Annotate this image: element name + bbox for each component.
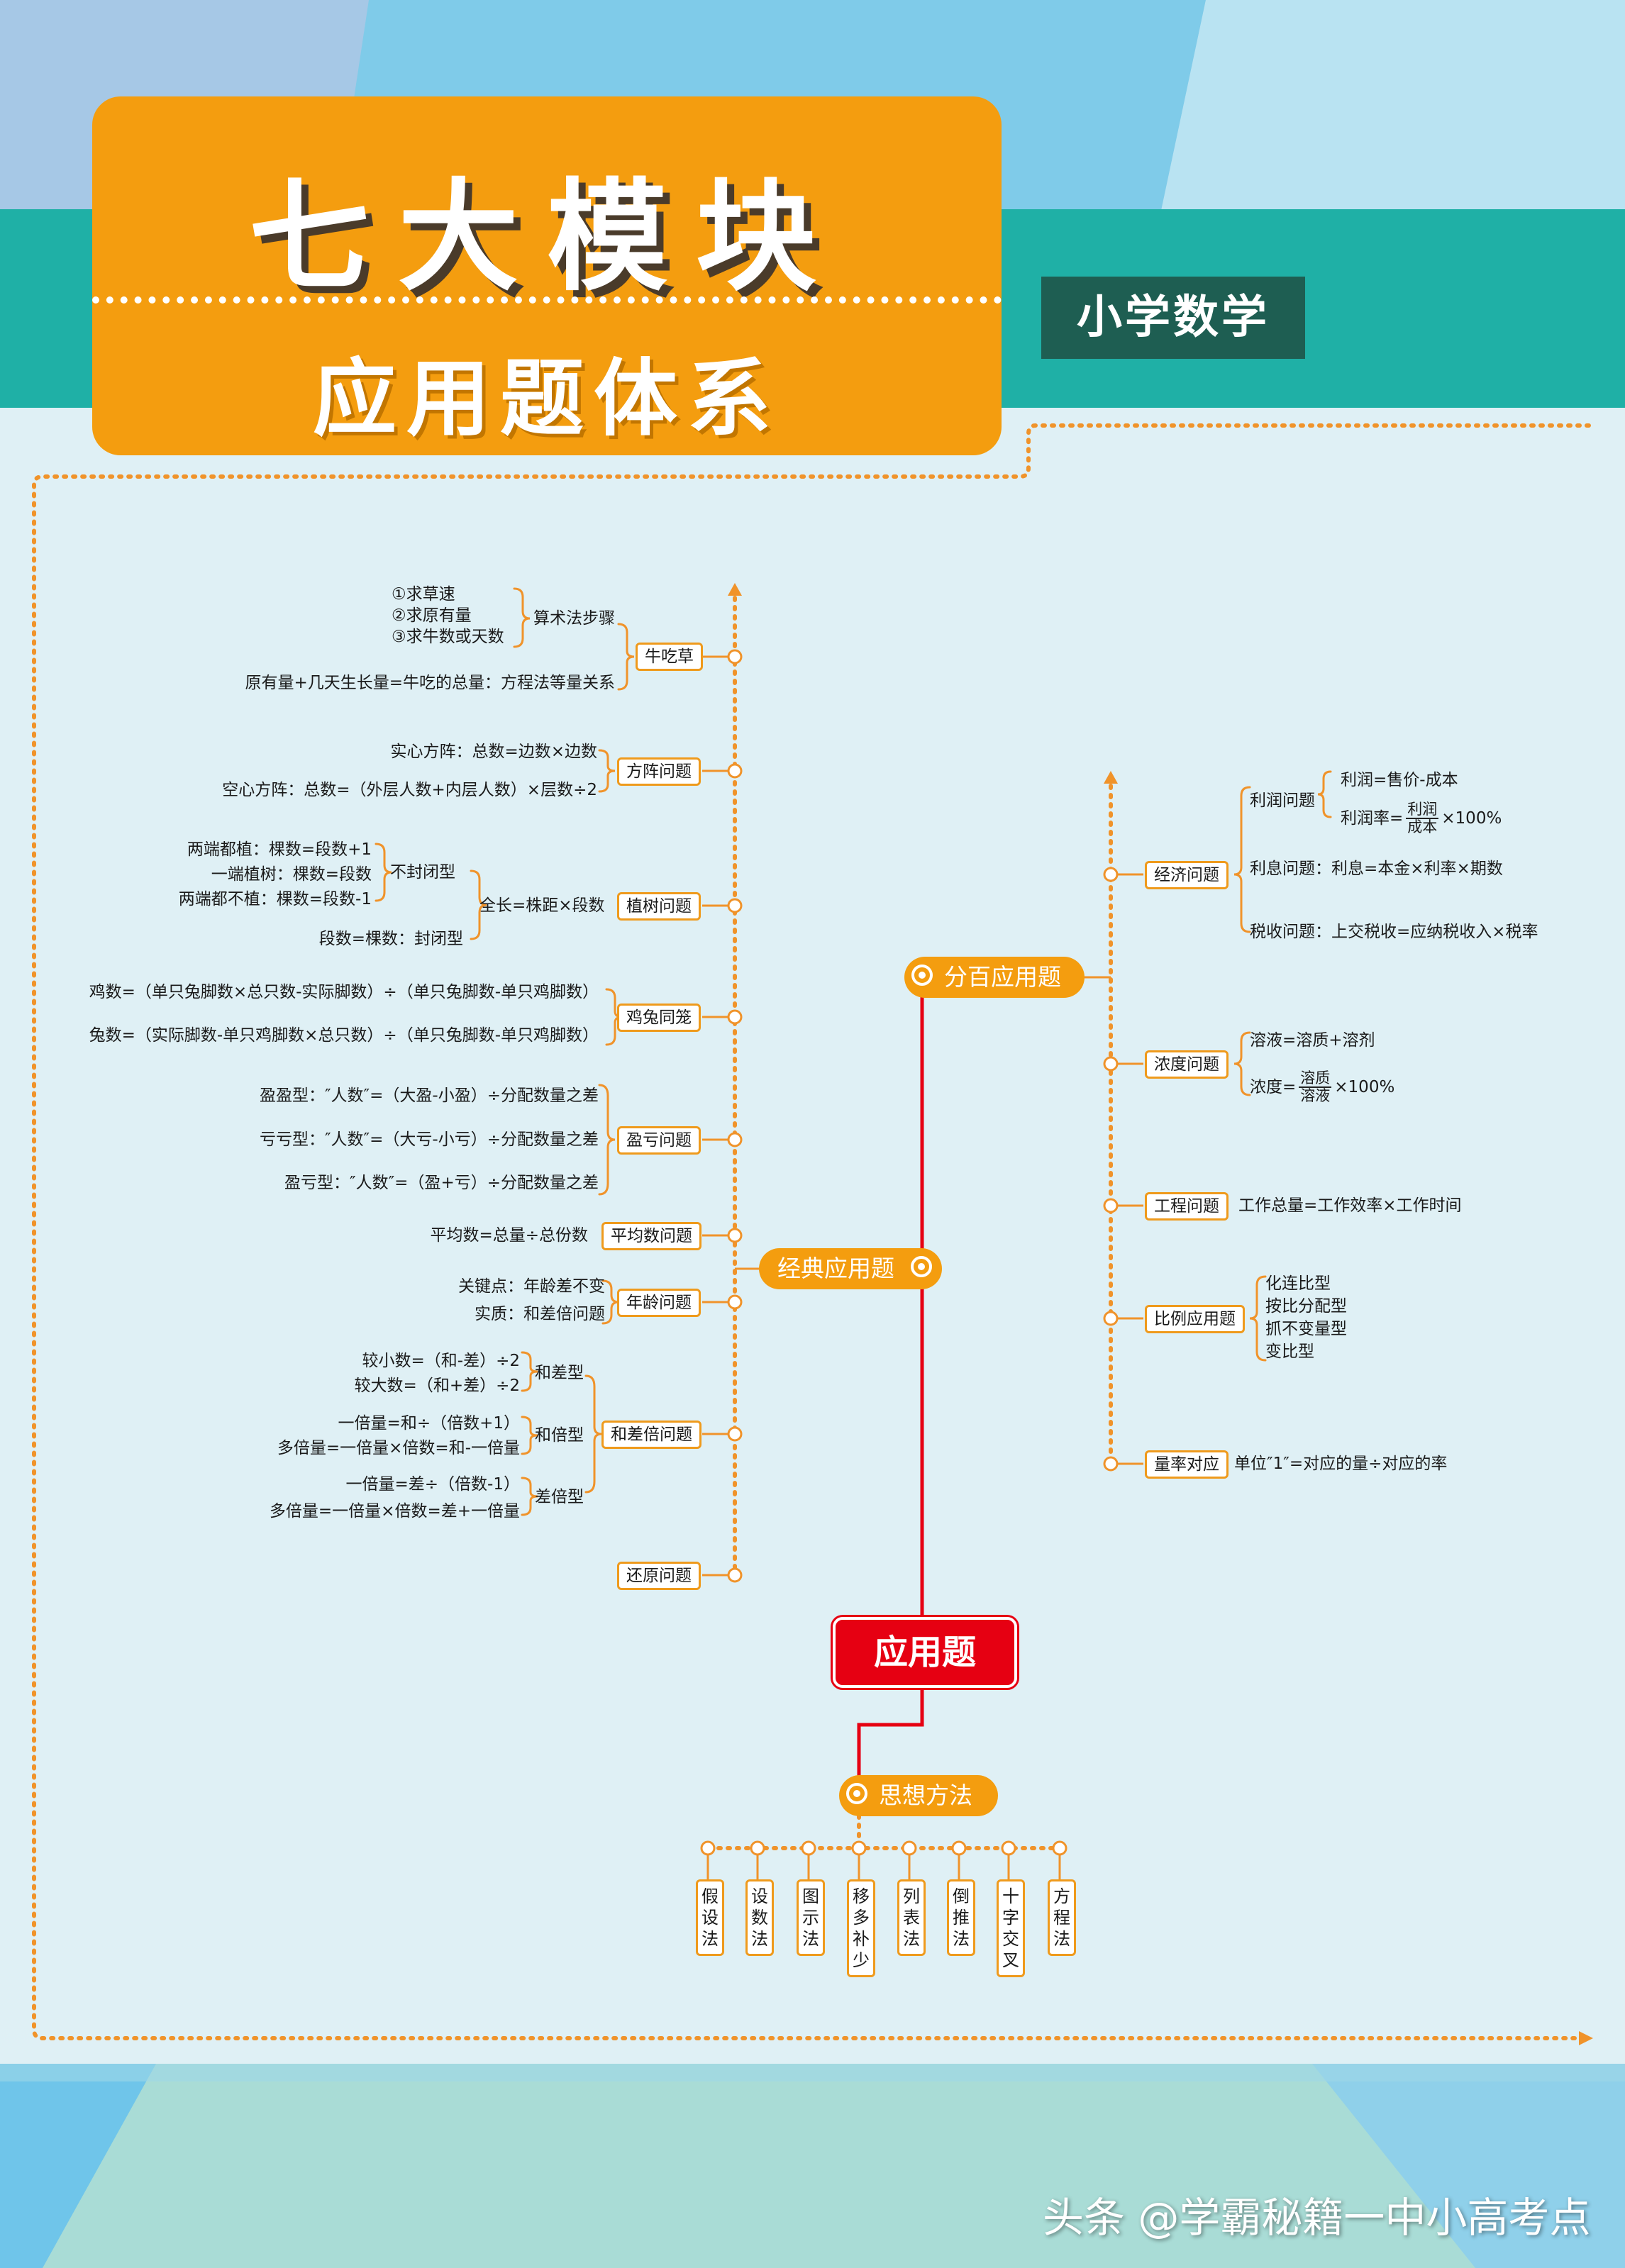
fraction-numerator: 溶质 <box>1299 1069 1332 1088</box>
lirun-item-1: 利润=售价-成本 <box>1341 771 1458 789</box>
lirun-item-2: 利润率= 利润 成本 ×100% <box>1341 798 1502 839</box>
method-item-4: 移多补少 <box>847 1879 875 1977</box>
fraction-denominator: 成本 <box>1407 818 1438 835</box>
node-nianling: 年龄问题 <box>617 1289 701 1317</box>
niu-step-1: ①求草速 <box>392 585 455 604</box>
shuishou-item: 税收问题：上交税收=应纳税收入×税率 <box>1250 923 1538 941</box>
lirun-label: 利润问题 <box>1250 791 1315 810</box>
hebei-item-2: 多倍量=一倍量×倍数=和-一倍量 <box>277 1439 520 1457</box>
chabei-item-2: 多倍量=一倍量×倍数=差+一倍量 <box>269 1502 520 1521</box>
niu-equation: 原有量+几天生长量=牛吃的总量：方程法等量关系 <box>245 674 615 692</box>
lirun-rate-suffix: ×100% <box>1441 809 1502 828</box>
method-item-1: 假设法 <box>696 1879 724 1956</box>
bili-item-4: 变比型 <box>1265 1343 1314 1361</box>
hecha-label: 和差型 <box>535 1364 584 1382</box>
classic-label: 经典应用题 <box>777 1255 894 1282</box>
yingkui-item-2: 亏亏型：″人数″=（大亏-小亏）÷分配数量之差 <box>259 1130 599 1149</box>
yingkui-item-3: 盈亏型：″人数″=（盈+亏）÷分配数量之差 <box>284 1174 599 1192</box>
method-item-2: 设数法 <box>745 1879 774 1956</box>
title-panel: 七大模块 应用题体系 <box>92 96 1002 455</box>
node-hechabei: 和差倍问题 <box>601 1421 701 1449</box>
methods-node: 思想方法 <box>839 1775 998 1816</box>
hecha-item-1: 较小数=（和-差）÷2 <box>362 1352 520 1370</box>
niu-steps-label: 算术法步骤 <box>533 609 615 628</box>
lixi-item: 利息问题：利息=本金×利率×期数 <box>1250 860 1503 878</box>
nianling-item-2: 实质：和差倍问题 <box>475 1305 605 1323</box>
zhishu-closed: 段数=棵数：封闭型 <box>318 930 463 948</box>
root-node: 应用题 <box>833 1617 1017 1688</box>
method-item-3: 图示法 <box>797 1879 825 1956</box>
node-niuchicao: 牛吃草 <box>636 643 703 671</box>
node-bili: 比例应用题 <box>1145 1305 1245 1333</box>
gongcheng-item: 工作总量=工作效率×工作时间 <box>1238 1196 1462 1215</box>
page-subtitle: 应用题体系 <box>312 350 781 448</box>
methods-label: 思想方法 <box>879 1781 972 1809</box>
nongdu-prefix: 浓度= <box>1250 1078 1297 1096</box>
nianling-item-1: 关键点：年龄差不变 <box>458 1277 605 1296</box>
zhishu-open-1: 两端都植：棵数=段数+1 <box>187 840 372 859</box>
percent-node: 分百应用题 <box>904 957 1085 998</box>
node-pingjun: 平均数问题 <box>601 1222 701 1250</box>
grade-tag: 小学数学 <box>1041 277 1305 359</box>
nongdu-item-2: 浓度= 溶质 溶液 ×100% <box>1250 1067 1394 1108</box>
liangl-item: 单位″1″=对应的量÷对应的率 <box>1234 1455 1448 1473</box>
pingjun-item: 平均数=总量÷总份数 <box>430 1226 588 1245</box>
zhishu-open-2: 一端植树：棵数=段数 <box>211 865 372 884</box>
niu-step-3: ③求牛数或天数 <box>392 628 504 646</box>
fraction-denominator: 溶液 <box>1300 1087 1331 1104</box>
percent-label: 分百应用题 <box>944 963 1061 991</box>
hebei-label: 和倍型 <box>535 1426 584 1445</box>
node-zhishu: 植树问题 <box>617 892 701 921</box>
yingkui-item-1: 盈盈型：″人数″=（大盈-小盈）÷分配数量之差 <box>259 1086 599 1105</box>
jitu-item-1: 鸡数=（单只兔脚数×总只数-实际脚数）÷（单只兔脚数-单只鸡脚数） <box>89 983 599 1001</box>
nongdu-suffix: ×100% <box>1334 1078 1395 1096</box>
fangzhen-item-1: 实心方阵：总数=边数×边数 <box>390 743 597 761</box>
nongdu-item-1: 溶液=溶质+溶剂 <box>1250 1031 1375 1050</box>
page-title: 七大模块 <box>248 167 845 308</box>
zhishu-formula: 全长=株距×段数 <box>479 896 605 915</box>
node-dot-icon <box>911 1256 932 1277</box>
node-nongdu: 浓度问题 <box>1145 1050 1229 1079</box>
zhishu-open-label: 不封闭型 <box>390 863 455 882</box>
hecha-item-2: 较大数=（和+差）÷2 <box>354 1377 520 1395</box>
node-jingji: 经济问题 <box>1145 861 1229 889</box>
fraction-numerator: 利润 <box>1406 801 1439 819</box>
node-gongcheng: 工程问题 <box>1145 1192 1229 1221</box>
fangzhen-item-2: 空心方阵：总数=（外层人数+内层人数）×层数÷2 <box>222 781 597 799</box>
watermark: 头条 @学霸秘籍一中小高考点 <box>1043 2194 1591 2242</box>
node-liangl: 量率对应 <box>1145 1450 1229 1479</box>
node-huanyuan: 还原问题 <box>617 1562 701 1590</box>
method-item-5: 列表法 <box>897 1879 926 1956</box>
chabei-item-1: 一倍量=差÷（倍数-1） <box>345 1475 520 1494</box>
method-item-8: 方程法 <box>1048 1879 1076 1956</box>
nongdu-fraction: 溶质 溶液 <box>1299 1069 1332 1104</box>
chabei-label: 差倍型 <box>535 1488 584 1506</box>
node-dot-icon <box>911 965 933 986</box>
method-item-7: 十字交叉 <box>997 1879 1025 1977</box>
hebei-item-1: 一倍量=和÷（倍数+1） <box>338 1414 520 1433</box>
lirun-rate-fraction: 利润 成本 <box>1406 801 1439 835</box>
bili-item-1: 化连比型 <box>1265 1274 1331 1293</box>
bili-item-3: 抓不变量型 <box>1265 1320 1347 1338</box>
classic-node: 经典应用题 <box>759 1248 942 1289</box>
node-fangzhen: 方阵问题 <box>617 757 701 786</box>
node-jitu: 鸡兔同笼 <box>617 1004 701 1032</box>
node-dot-icon <box>846 1783 867 1804</box>
jitu-item-2: 兔数=（实际脚数-单只鸡脚数×总只数）÷（单只兔脚数-单只鸡脚数） <box>89 1026 599 1045</box>
method-item-6: 倒推法 <box>947 1879 975 1956</box>
niu-step-2: ②求原有量 <box>392 606 472 625</box>
lirun-rate-prefix: 利润率= <box>1341 809 1404 828</box>
bili-item-2: 按比分配型 <box>1265 1297 1347 1316</box>
node-yingkui: 盈亏问题 <box>617 1126 701 1155</box>
zhishu-open-3: 两端都不植：棵数=段数-1 <box>178 890 372 908</box>
title-divider <box>92 296 1002 304</box>
